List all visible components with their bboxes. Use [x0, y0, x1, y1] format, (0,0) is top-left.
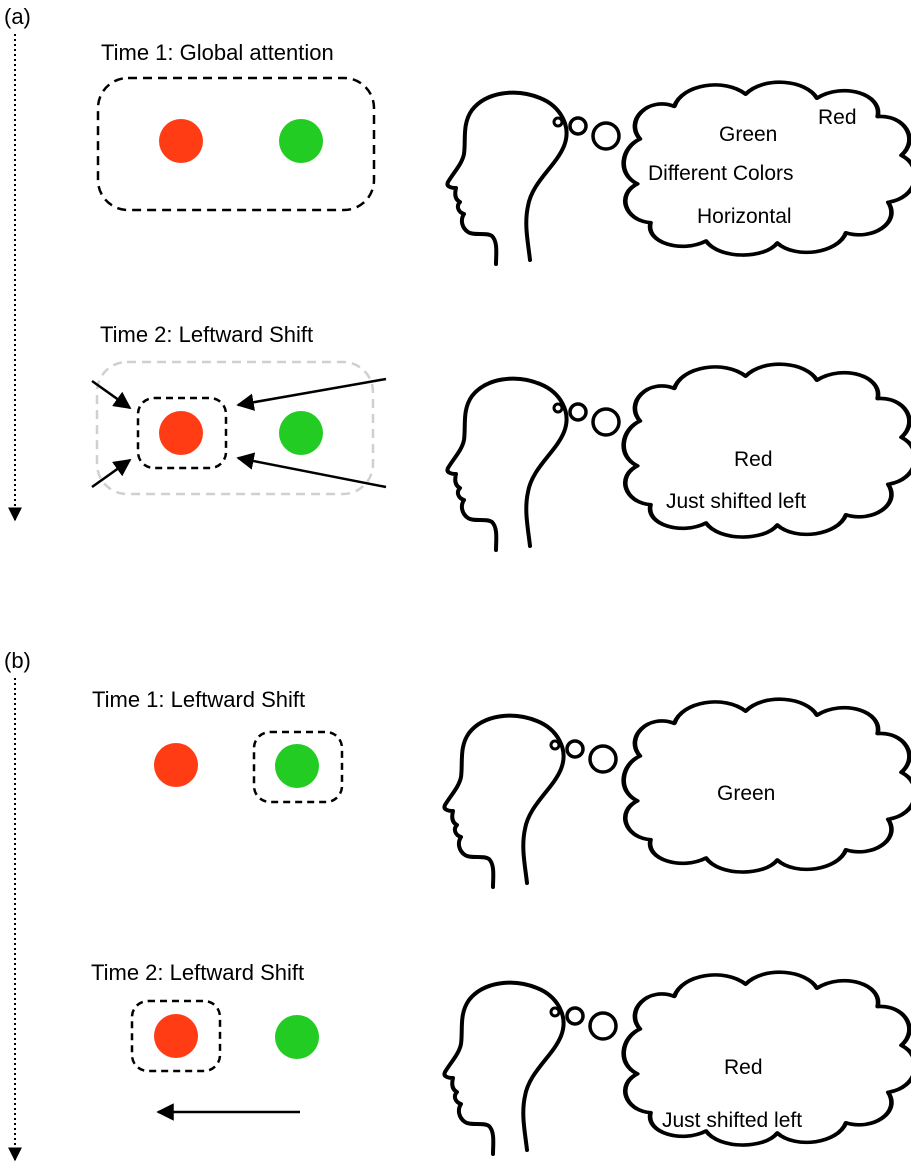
a-time1-title: Time 1: Global attention: [101, 40, 334, 65]
green-dot: [279, 411, 323, 455]
ghost-attention-box: [95, 360, 375, 496]
b1-thought-green: Green: [717, 782, 775, 805]
green-dot: [275, 1015, 319, 1059]
red-dot: [154, 1014, 198, 1058]
b2-thought-shift: Just shifted left: [662, 1109, 802, 1132]
panel-b-label: (b): [4, 648, 31, 673]
shrink-arrow: [91, 379, 132, 410]
b2-thought-red: Red: [724, 1056, 763, 1079]
a1-thought-horizontal: Horizontal: [697, 205, 792, 228]
green-dot: [279, 119, 323, 163]
a1-thought-red: Red: [818, 106, 857, 129]
head-icon: [442, 980, 618, 1156]
head-icon: [445, 376, 621, 552]
shrink-arrow: [91, 458, 132, 489]
b-time2-title: Time 2: Leftward Shift: [91, 960, 304, 985]
focus-box: [136, 396, 228, 470]
shrink-arrow: [236, 377, 387, 411]
a2-thought-red: Red: [734, 448, 773, 471]
a1-thought-colors: Different Colors: [648, 162, 794, 185]
a1-thought-green: Green: [719, 123, 777, 146]
a-time2-title: Time 2: Leftward Shift: [100, 322, 313, 347]
panel-a-label: (a): [4, 4, 31, 29]
focus-box: [130, 999, 222, 1073]
red-dot: [159, 411, 203, 455]
a2-thought-shift: Just shifted left: [666, 490, 806, 513]
head-icon: [442, 713, 618, 889]
red-dot: [159, 119, 203, 163]
red-dot: [154, 743, 198, 787]
focus-box: [252, 730, 344, 804]
b-time1-title: Time 1: Leftward Shift: [92, 687, 305, 712]
head-icon: [445, 90, 621, 267]
shrink-arrow: [236, 452, 387, 489]
green-dot: [275, 744, 319, 788]
global-attention-box: [96, 76, 376, 212]
